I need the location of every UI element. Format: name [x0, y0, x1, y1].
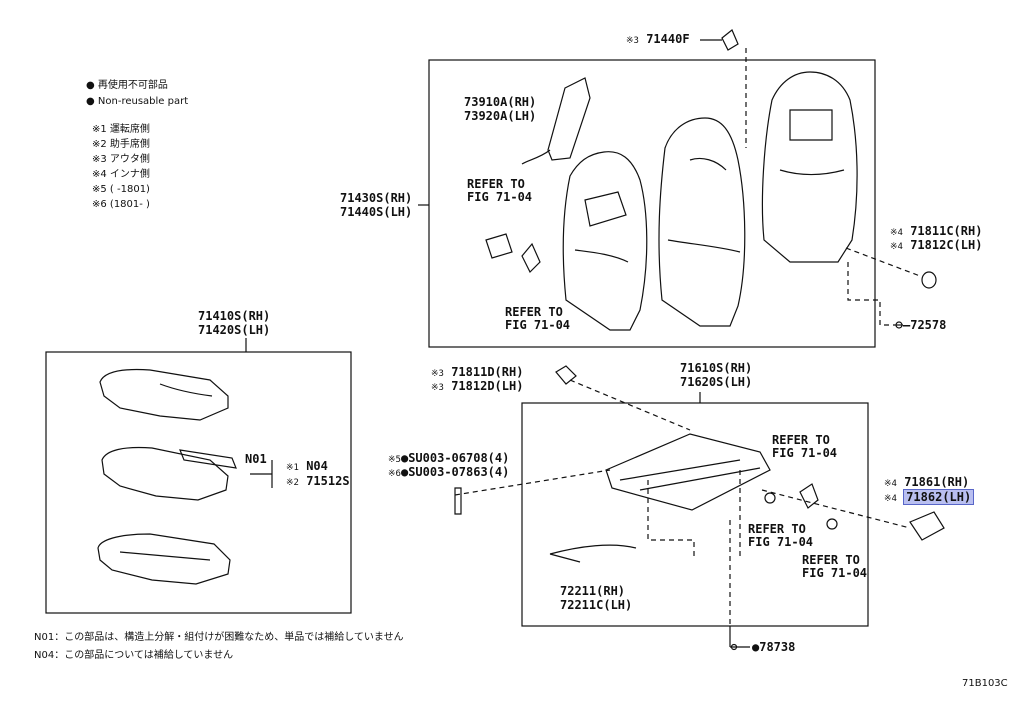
refer-4-fig[interactable]: FIG 71-04	[748, 535, 814, 549]
cushion-frame	[45, 351, 352, 614]
part-SU003-06708[interactable]: ※5●SU003-06708(4)	[388, 451, 510, 466]
footnote-n01: N01：この部品は、構造上分解・組付けが困難なため、単品では補給していません	[34, 632, 404, 643]
legend-note-2: ※2 助手席側	[92, 139, 150, 150]
part-71811D[interactable]: ※3 71811D(RH)	[431, 365, 524, 380]
legend-note-5: ※5 ( -1801)	[92, 184, 150, 195]
part-N04[interactable]: ※1 N04	[286, 459, 328, 474]
part-71440F[interactable]: ※3 71440F	[626, 32, 690, 47]
part-72211C[interactable]: 72211C(LH)	[560, 598, 633, 612]
adjuster-frame	[521, 402, 869, 627]
part-71862-highlight[interactable]: 71862(LH)	[903, 489, 975, 505]
refer-3[interactable]: REFER TO	[772, 433, 830, 447]
refer-4[interactable]: REFER TO	[748, 522, 806, 536]
part-71811C[interactable]: ※4 71811C(RH)	[890, 224, 983, 239]
refer-2-fig[interactable]: FIG 71-04	[505, 318, 571, 332]
part-73910A[interactable]: 73910A(RH)	[464, 95, 537, 109]
cushion-cover	[99, 368, 229, 421]
seat-adjuster	[605, 433, 771, 511]
refer-1[interactable]: REFER TO	[467, 177, 525, 191]
side-panel	[547, 77, 591, 161]
part-71512S[interactable]: ※2 71512S	[286, 474, 350, 489]
part-73920A[interactable]: 73920A(LH)	[464, 109, 537, 123]
part-SU003-07863[interactable]: ※6●SU003-07863(4)	[388, 465, 510, 480]
legend-non-reusable-en: ● Non-reusable part	[86, 96, 189, 107]
legend-note-1: ※1 運転席側	[92, 124, 150, 135]
seat-back-cover	[658, 117, 746, 327]
part-71620S[interactable]: 71620S(LH)	[680, 375, 753, 389]
refer-5-fig[interactable]: FIG 71-04	[802, 566, 868, 580]
part-78738[interactable]: ●78738	[752, 640, 796, 654]
part-N01[interactable]: N01	[245, 452, 267, 466]
refer-5[interactable]: REFER TO	[802, 553, 860, 567]
part-71812D[interactable]: ※3 71812D(LH)	[431, 379, 524, 394]
part-71440S[interactable]: 71440S(LH)	[340, 205, 413, 219]
part-71610S[interactable]: 71610S(RH)	[680, 361, 753, 375]
part-71812C[interactable]: ※4 71812C(LH)	[890, 238, 983, 253]
seat-back-pad	[562, 151, 648, 331]
legend-note-4: ※4 インナ側	[92, 169, 150, 180]
part-71430S[interactable]: 71430S(RH)	[340, 191, 413, 205]
seat-back-frame	[428, 59, 876, 348]
part-71862[interactable]: ※4 71862(LH)	[884, 489, 975, 505]
legend-note-3: ※3 アウタ側	[92, 154, 150, 165]
part-71410S[interactable]: 71410S(RH)	[198, 309, 271, 323]
cushion-pad	[101, 446, 229, 501]
part-71861[interactable]: ※4 71861(RH)	[884, 475, 970, 490]
cushion-frame-part	[97, 533, 231, 585]
legend-non-reusable-ja: ● 再使用不可部品	[86, 80, 168, 91]
figure-code: 71B103C	[962, 678, 1008, 689]
legend-note-6: ※6 (1801- )	[92, 199, 150, 210]
seat-back-shell	[761, 71, 858, 263]
refer-2[interactable]: REFER TO	[505, 305, 563, 319]
refer-1-fig[interactable]: FIG 71-04	[467, 190, 533, 204]
part-72578[interactable]: —72578	[903, 318, 947, 332]
refer-3-fig[interactable]: FIG 71-04	[772, 446, 838, 460]
part-72211[interactable]: 72211(RH)	[560, 584, 626, 598]
part-71420S[interactable]: 71420S(LH)	[198, 323, 271, 337]
footnote-n04: N04：この部品については補給していません	[34, 650, 234, 661]
